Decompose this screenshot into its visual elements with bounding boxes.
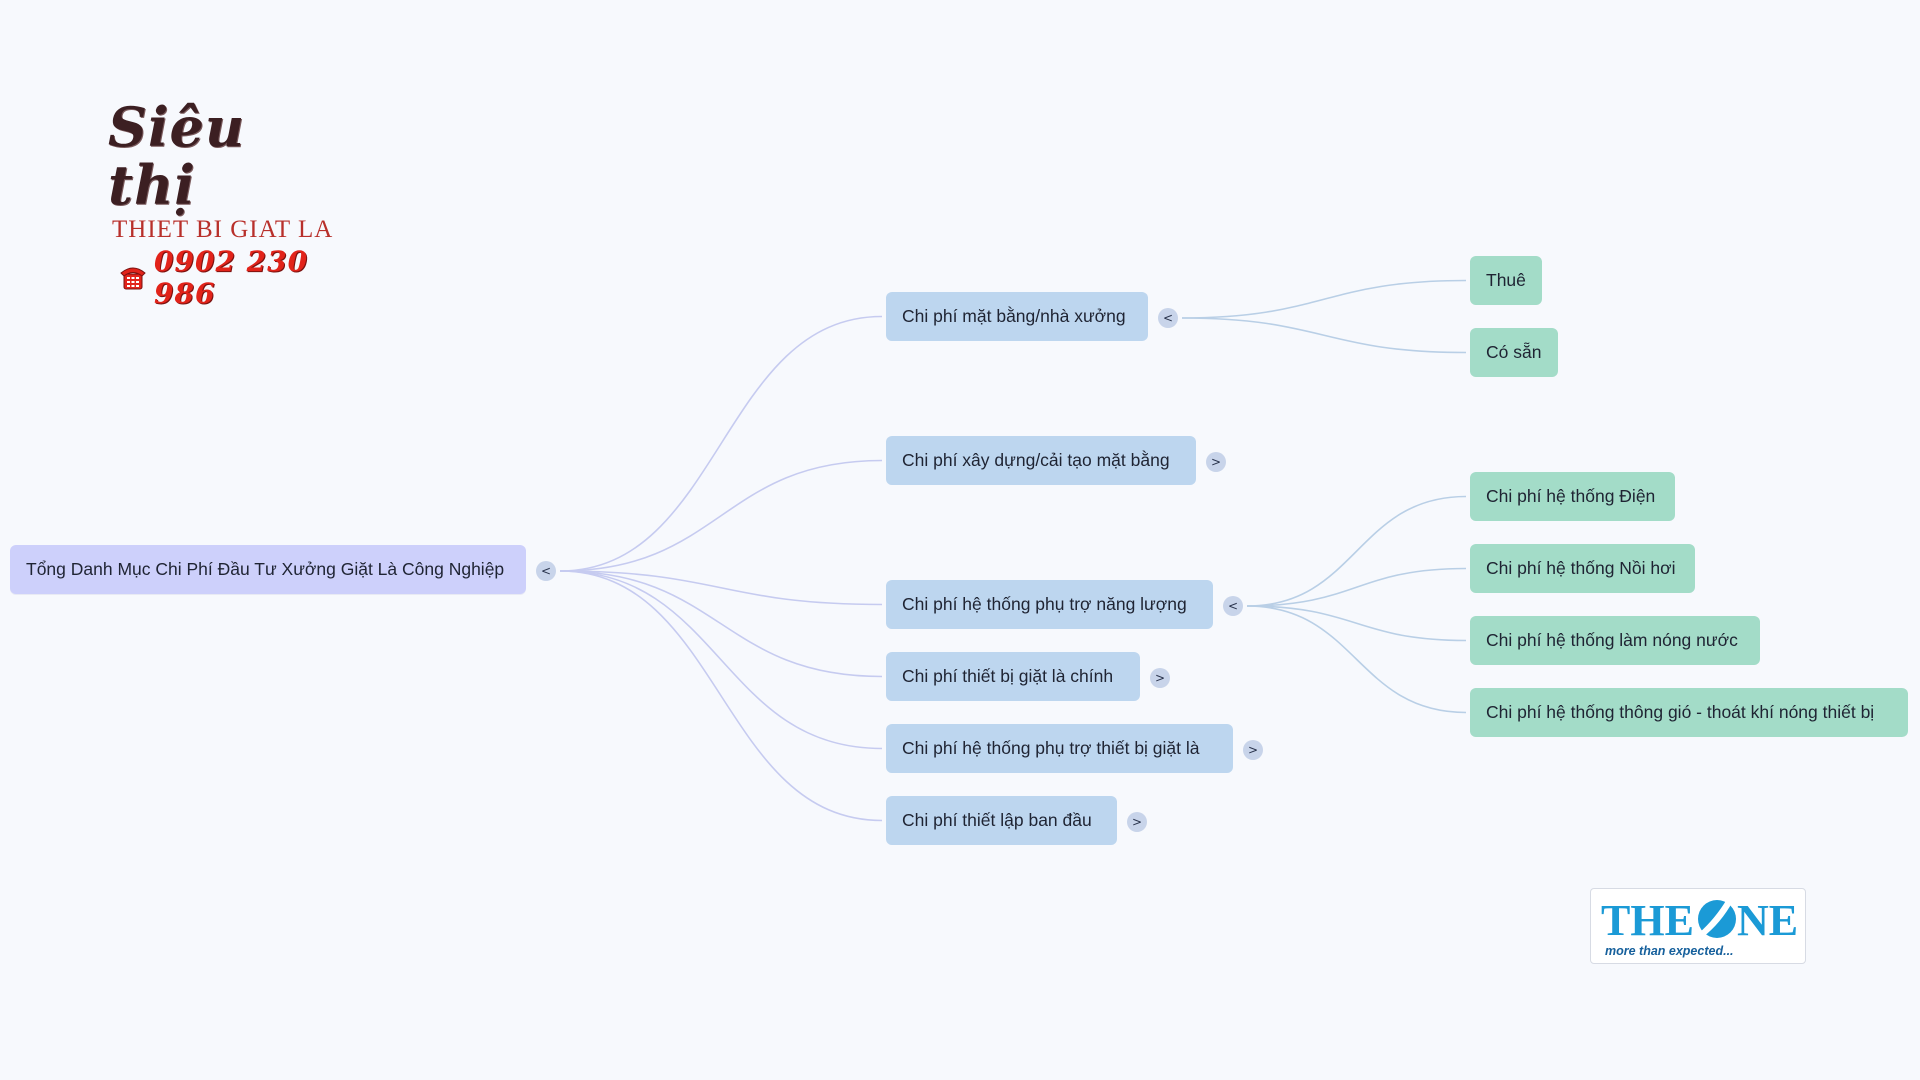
- branch-node-phu-tro-thiet-bi[interactable]: Chi phí hệ thống phụ trợ thiết bị giặt l…: [886, 724, 1233, 773]
- connector-root-to-branch-1: [559, 459, 883, 572]
- branch-phu-tro-thiet-bi-expand-toggle-icon[interactable]: >: [1243, 740, 1263, 760]
- sieuthi-logo-subtitle: THIET BI GIAT LA: [112, 216, 334, 243]
- connector-branch-0-to-leaf-0: [1181, 279, 1467, 319]
- connector-root-to-branch-4: [559, 570, 883, 750]
- connector-branch-2-to-leaf-3: [1246, 605, 1467, 714]
- leaf-node-he-thong-dien[interactable]: Chi phí hệ thống Điện: [1470, 472, 1675, 521]
- branch-node-thiet-bi-chinh[interactable]: Chi phí thiết bị giặt là chính: [886, 652, 1140, 701]
- branch-node-phu-tro-nang-luong[interactable]: Chi phí hệ thống phụ trợ năng lượng: [886, 580, 1213, 629]
- leaf-node-co-san[interactable]: Có sẵn: [1470, 328, 1558, 377]
- connector-root-to-branch-0: [559, 315, 883, 572]
- branch-node-mat-bang[interactable]: Chi phí mặt bằng/nhà xưởng: [886, 292, 1148, 341]
- branch-phu-tro-nang-luong-collapse-toggle-icon[interactable]: <: [1223, 596, 1243, 616]
- branch-thiet-lap-ban-dau-expand-toggle-icon[interactable]: >: [1127, 812, 1147, 832]
- branch-xay-dung-expand-toggle-icon[interactable]: >: [1206, 452, 1226, 472]
- leaf-node-he-thong-thong-gio[interactable]: Chi phí hệ thống thông gió - thoát khí n…: [1470, 688, 1908, 737]
- sieuthi-logo-title: Siêu thị: [108, 95, 246, 217]
- connector-root-to-branch-5: [559, 570, 883, 822]
- theone-swoosh-icon: [1698, 899, 1736, 938]
- connector-root-to-branch-2: [559, 570, 883, 606]
- sieuthi-logo-phone: 0902 230 986: [154, 245, 309, 310]
- branch-mat-bang-collapse-toggle-icon[interactable]: <: [1158, 308, 1178, 328]
- leaf-node-he-thong-noi-hoi[interactable]: Chi phí hệ thống Nồi hơi: [1470, 544, 1695, 593]
- theone-logo-tagline: more than expected...: [1605, 944, 1734, 958]
- branch-node-thiet-lap-ban-dau[interactable]: Chi phí thiết lập ban đầu: [886, 796, 1117, 845]
- telephone-icon: [118, 261, 154, 296]
- connector-branch-2-to-leaf-2: [1246, 605, 1467, 642]
- connector-root-to-branch-3: [559, 570, 883, 678]
- branch-thiet-bi-chinh-expand-toggle-icon[interactable]: >: [1150, 668, 1170, 688]
- connector-branch-0-to-leaf-1: [1181, 317, 1467, 354]
- sieuthi-logo-phone-row: 0902 230 986: [108, 246, 348, 310]
- leaf-node-thue[interactable]: Thuê: [1470, 256, 1542, 305]
- leaf-node-he-thong-lam-nong-nuoc[interactable]: Chi phí hệ thống làm nóng nước: [1470, 616, 1760, 665]
- sieuthi-logo: Siêu thị THIET BI GIAT LA 0902 230 986: [108, 95, 348, 310]
- connector-branch-2-to-leaf-1: [1246, 567, 1467, 607]
- connector-branch-2-to-leaf-0: [1246, 495, 1467, 607]
- root-collapse-toggle-icon[interactable]: <: [536, 561, 556, 581]
- branch-node-xay-dung[interactable]: Chi phí xây dựng/cải tạo mặt bằng: [886, 436, 1196, 485]
- root-node[interactable]: Tổng Danh Mục Chi Phí Đầu Tư Xưởng Giặt …: [10, 545, 526, 594]
